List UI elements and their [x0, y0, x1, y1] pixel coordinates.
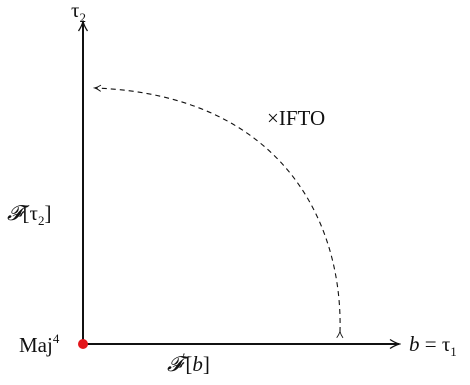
- horizontal-axis-equals: =: [420, 332, 442, 356]
- origin-label: Maj4: [19, 331, 60, 357]
- vertical-axis-label: 𝓕[τ2]: [7, 201, 51, 228]
- dashed-arc: [95, 88, 340, 332]
- vertical-axis-label-close: ]: [44, 201, 51, 225]
- vertical-axis-label-open: [: [23, 201, 30, 225]
- horizontal-axis-subscript: 1: [450, 344, 457, 359]
- arc-annotation: ×IFTO: [267, 106, 325, 130]
- horizontal-axis-variable: b: [409, 332, 420, 356]
- origin-label-base: Maj: [19, 333, 53, 357]
- horizontal-axis-title: b = τ1: [409, 332, 457, 359]
- vertical-axis-symbol: τ: [71, 0, 79, 22]
- horizontal-axis-label-prime: ′: [183, 350, 186, 365]
- vertical-axis-title: τ2: [71, 0, 86, 25]
- horizontal-axis-symbol: τ: [442, 332, 450, 356]
- horizontal-axis-label: 𝓕′[b]: [167, 350, 210, 376]
- origin-label-superscript: 4: [53, 331, 60, 346]
- horizontal-axis-label-close: ]: [203, 352, 210, 376]
- vertical-axis-subscript: 2: [79, 10, 86, 25]
- origin-dot: [78, 339, 88, 349]
- vertical-axis-label-symbol: τ: [30, 201, 38, 225]
- horizontal-axis-label-variable: b: [192, 352, 203, 376]
- vertical-axis-label-subscript: 2: [38, 213, 45, 228]
- horizontal-axis-label-open: [: [185, 352, 192, 376]
